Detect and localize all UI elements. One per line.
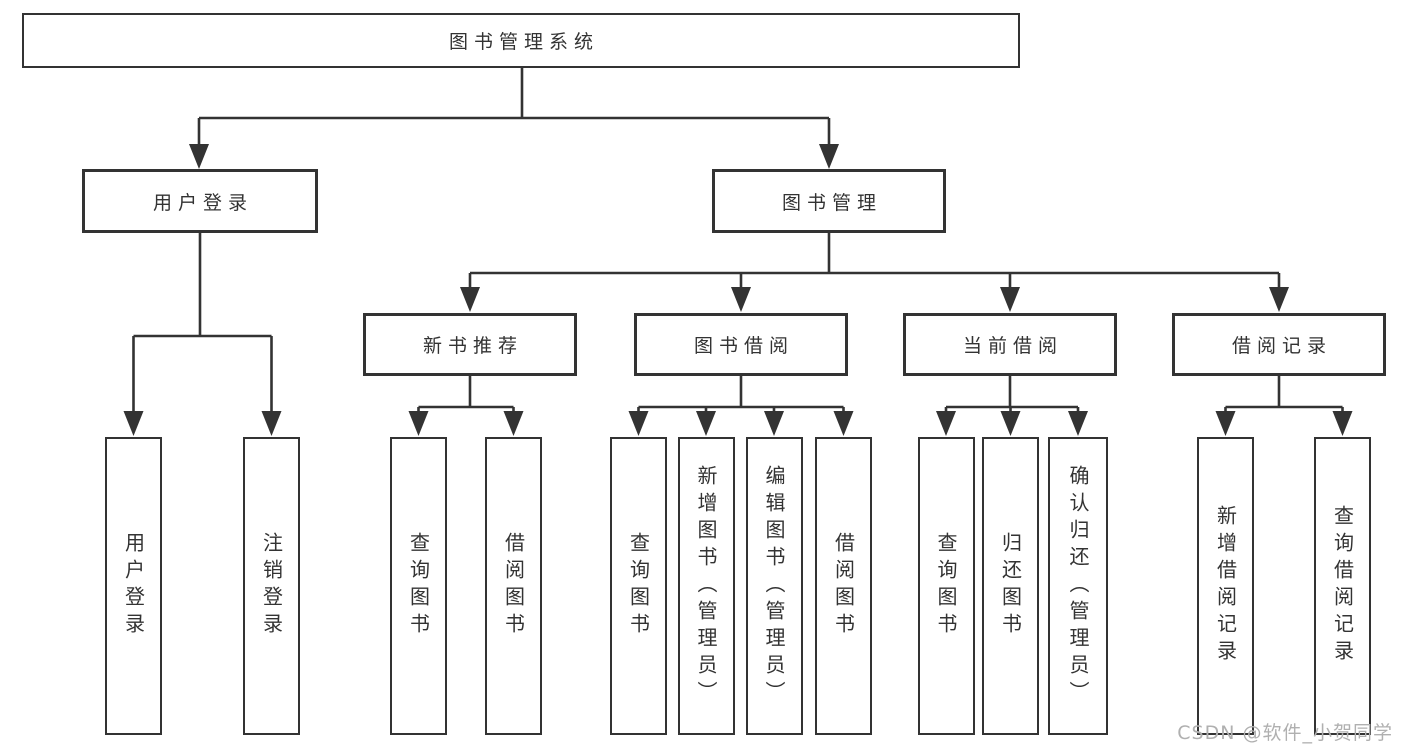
leaf-edit-book-admin-label: 编辑图书（管理员） — [762, 464, 786, 708]
leaf-borrow-book-1: 借阅图书 — [485, 437, 542, 735]
leaf-query-book-3-label: 查询图书 — [934, 532, 958, 640]
leaf-add-book-admin-label: 新增图书（管理员） — [694, 464, 718, 708]
leaf-borrow-book-2-label: 借阅图书 — [831, 532, 856, 640]
leaf-query-book-2: 查询图书 — [610, 437, 667, 735]
leaf-add-borrow-record-label: 新增借阅记录 — [1213, 505, 1238, 667]
leaf-add-borrow-record: 新增借阅记录 — [1197, 437, 1254, 735]
leaf-user-login: 用户登录 — [105, 437, 162, 735]
node-current-borrow: 当前借阅 — [903, 313, 1117, 376]
leaf-query-borrow-record: 查询借阅记录 — [1314, 437, 1371, 735]
leaf-query-book-3: 查询图书 — [917, 437, 975, 735]
leaf-return-book-label: 归还图书 — [998, 532, 1023, 640]
csdn-watermark: CSDN @软件_小贺同学 — [1177, 722, 1393, 744]
node-borrow-record: 借阅记录 — [1172, 313, 1386, 376]
leaf-borrow-book-2: 借阅图书 — [815, 437, 872, 735]
leaf-logout: 注销登录 — [243, 437, 300, 735]
leaf-query-book-2-label: 查询图书 — [626, 532, 651, 640]
node-book-borrow: 图书借阅 — [634, 313, 848, 376]
leaf-confirm-return-admin: 确认归还（管理员） — [1048, 437, 1108, 735]
node-book-management-branch: 图书管理 — [712, 169, 946, 233]
leaf-logout-label: 注销登录 — [259, 532, 284, 640]
leaf-confirm-return-admin-label: 确认归还（管理员） — [1066, 464, 1090, 708]
node-user-login-branch: 用户登录 — [82, 169, 318, 233]
leaf-user-login-label: 用户登录 — [121, 532, 146, 640]
leaf-add-book-admin: 新增图书（管理员） — [677, 437, 735, 735]
node-library-management-system: 图书管理系统 — [22, 13, 1020, 68]
leaf-query-book-1: 查询图书 — [390, 437, 447, 735]
node-new-book-recommend: 新书推荐 — [363, 313, 577, 376]
leaf-return-book: 归还图书 — [982, 437, 1039, 735]
leaf-borrow-book-1-label: 借阅图书 — [501, 532, 526, 640]
leaf-edit-book-admin: 编辑图书（管理员） — [745, 437, 803, 735]
leaf-query-book-1-label: 查询图书 — [406, 532, 431, 640]
leaf-query-borrow-record-label: 查询借阅记录 — [1330, 505, 1355, 667]
